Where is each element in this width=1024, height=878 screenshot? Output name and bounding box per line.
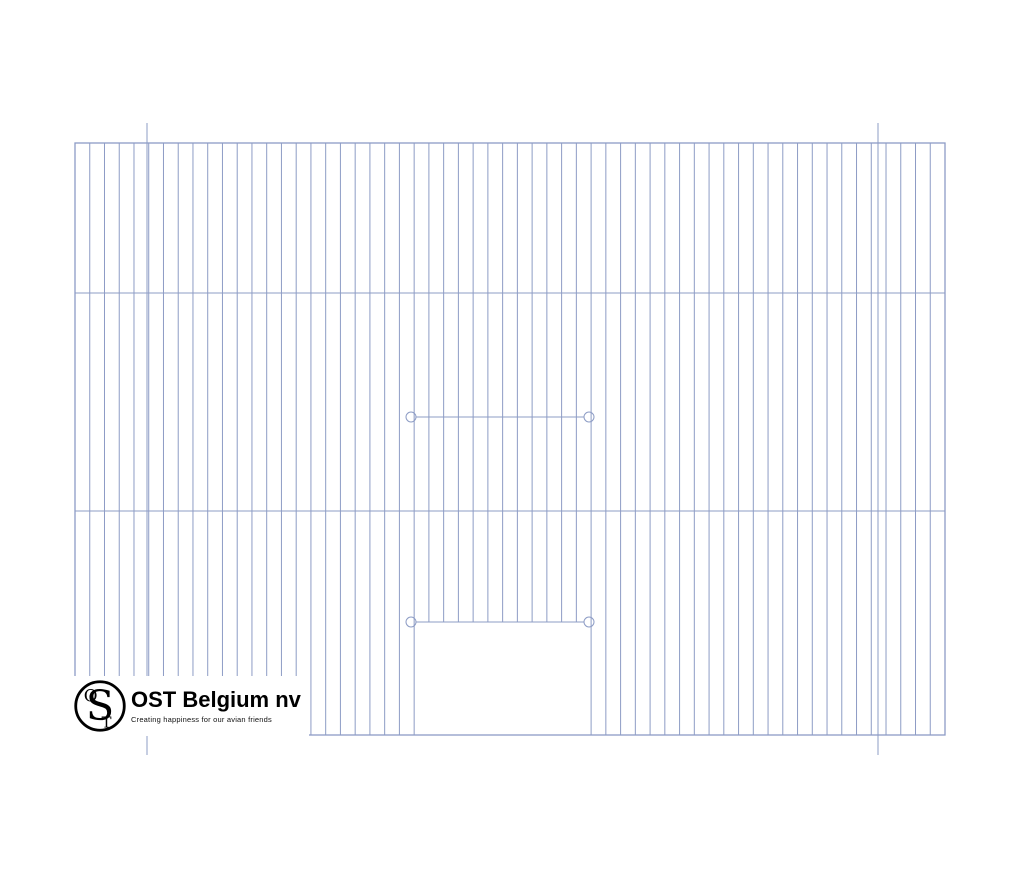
logo-letter-t: T — [102, 713, 112, 731]
brand-text: OST Belgium nv Creating happiness for ou… — [131, 688, 301, 723]
frame — [74, 142, 946, 736]
branding: O S T OST Belgium nv Creating happiness … — [72, 676, 309, 736]
door-loop — [405, 411, 417, 423]
company-tagline: Creating happiness for our avian friends — [131, 714, 272, 724]
company-name: OST Belgium nv — [131, 687, 301, 713]
door-loop — [405, 616, 417, 628]
logo-letter-o: O — [84, 685, 98, 705]
door-loop — [583, 616, 595, 628]
logo-letter-s: S — [86, 682, 114, 730]
door-loop — [583, 411, 595, 423]
ost-logo-icon: O S T — [74, 680, 126, 732]
logo-ring — [74, 680, 126, 732]
